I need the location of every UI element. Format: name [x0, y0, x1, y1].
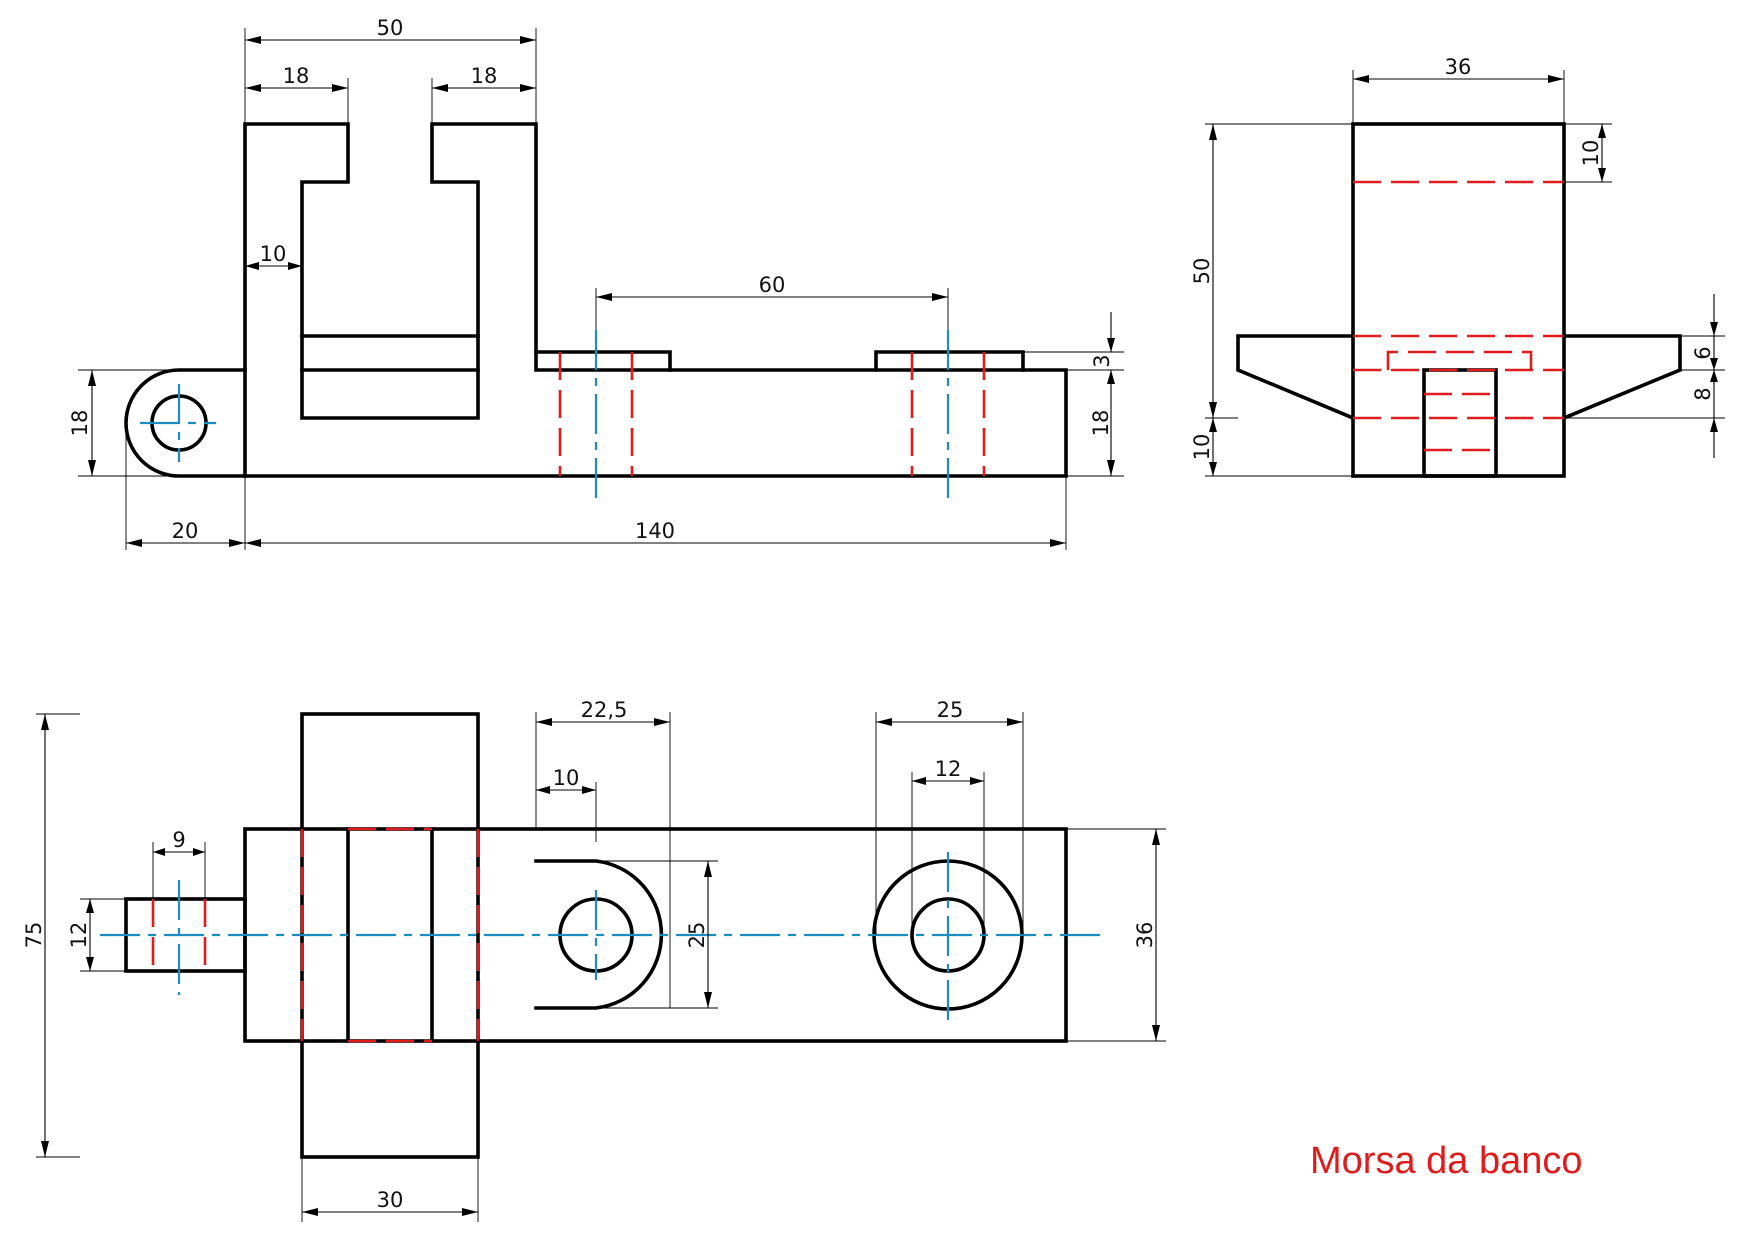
drawing-title: Morsa da banco — [1310, 1140, 1583, 1182]
dim-6-side: 6 — [1691, 346, 1715, 359]
front-view — [124, 122, 1068, 498]
front-view-dimensions: 50 18 18 10 60 3 18 18 — [68, 16, 1124, 550]
dim-18-left: 18 — [283, 64, 310, 88]
dim-9: 9 — [172, 828, 185, 852]
dim-60: 60 — [759, 273, 786, 297]
dim-50-side: 50 — [1190, 258, 1214, 285]
dim-12-left: 12 — [67, 922, 91, 949]
dim-12-top: 12 — [935, 757, 962, 781]
dim-18-vert-left: 18 — [68, 410, 92, 437]
side-view-flange-right — [1561, 334, 1682, 421]
dim-36-side: 36 — [1445, 55, 1472, 79]
dim-3: 3 — [1090, 354, 1114, 367]
dim-10-side-bottom: 10 — [1190, 434, 1214, 461]
front-view-boss-left — [534, 350, 672, 372]
dim-30: 30 — [377, 1188, 404, 1212]
side-view-hidden-slot — [1386, 350, 1533, 370]
dim-8-side: 8 — [1691, 387, 1715, 400]
dim-50: 50 — [377, 16, 404, 40]
dim-75: 75 — [22, 922, 46, 949]
front-view-boss-right — [874, 350, 1025, 372]
dim-25-vert: 25 — [685, 922, 709, 949]
front-view-body-outline — [243, 122, 1068, 478]
dim-25-top: 25 — [937, 698, 964, 722]
side-view-flange-left — [1236, 334, 1356, 421]
dim-18-right: 18 — [471, 64, 498, 88]
top-view — [100, 712, 1105, 1159]
dim-20: 20 — [172, 519, 199, 543]
dim-140: 140 — [635, 519, 675, 543]
side-view-dimensions: 36 10 50 10 6 8 — [1190, 55, 1725, 477]
dim-10-side-top: 10 — [1579, 140, 1603, 167]
dim-10-wall: 10 — [260, 242, 287, 266]
side-view — [1236, 122, 1682, 478]
dim-22-5: 22,5 — [581, 698, 628, 722]
dim-18-vert-right: 18 — [1089, 410, 1113, 437]
dim-36-top-view: 36 — [1133, 922, 1157, 949]
top-view-dimensions: 22,5 10 25 12 9 75 12 25 — [22, 698, 1166, 1222]
side-view-screw-outline — [1422, 368, 1498, 478]
dim-10-top-view: 10 — [553, 766, 580, 790]
side-view-body-outline — [1351, 122, 1566, 478]
